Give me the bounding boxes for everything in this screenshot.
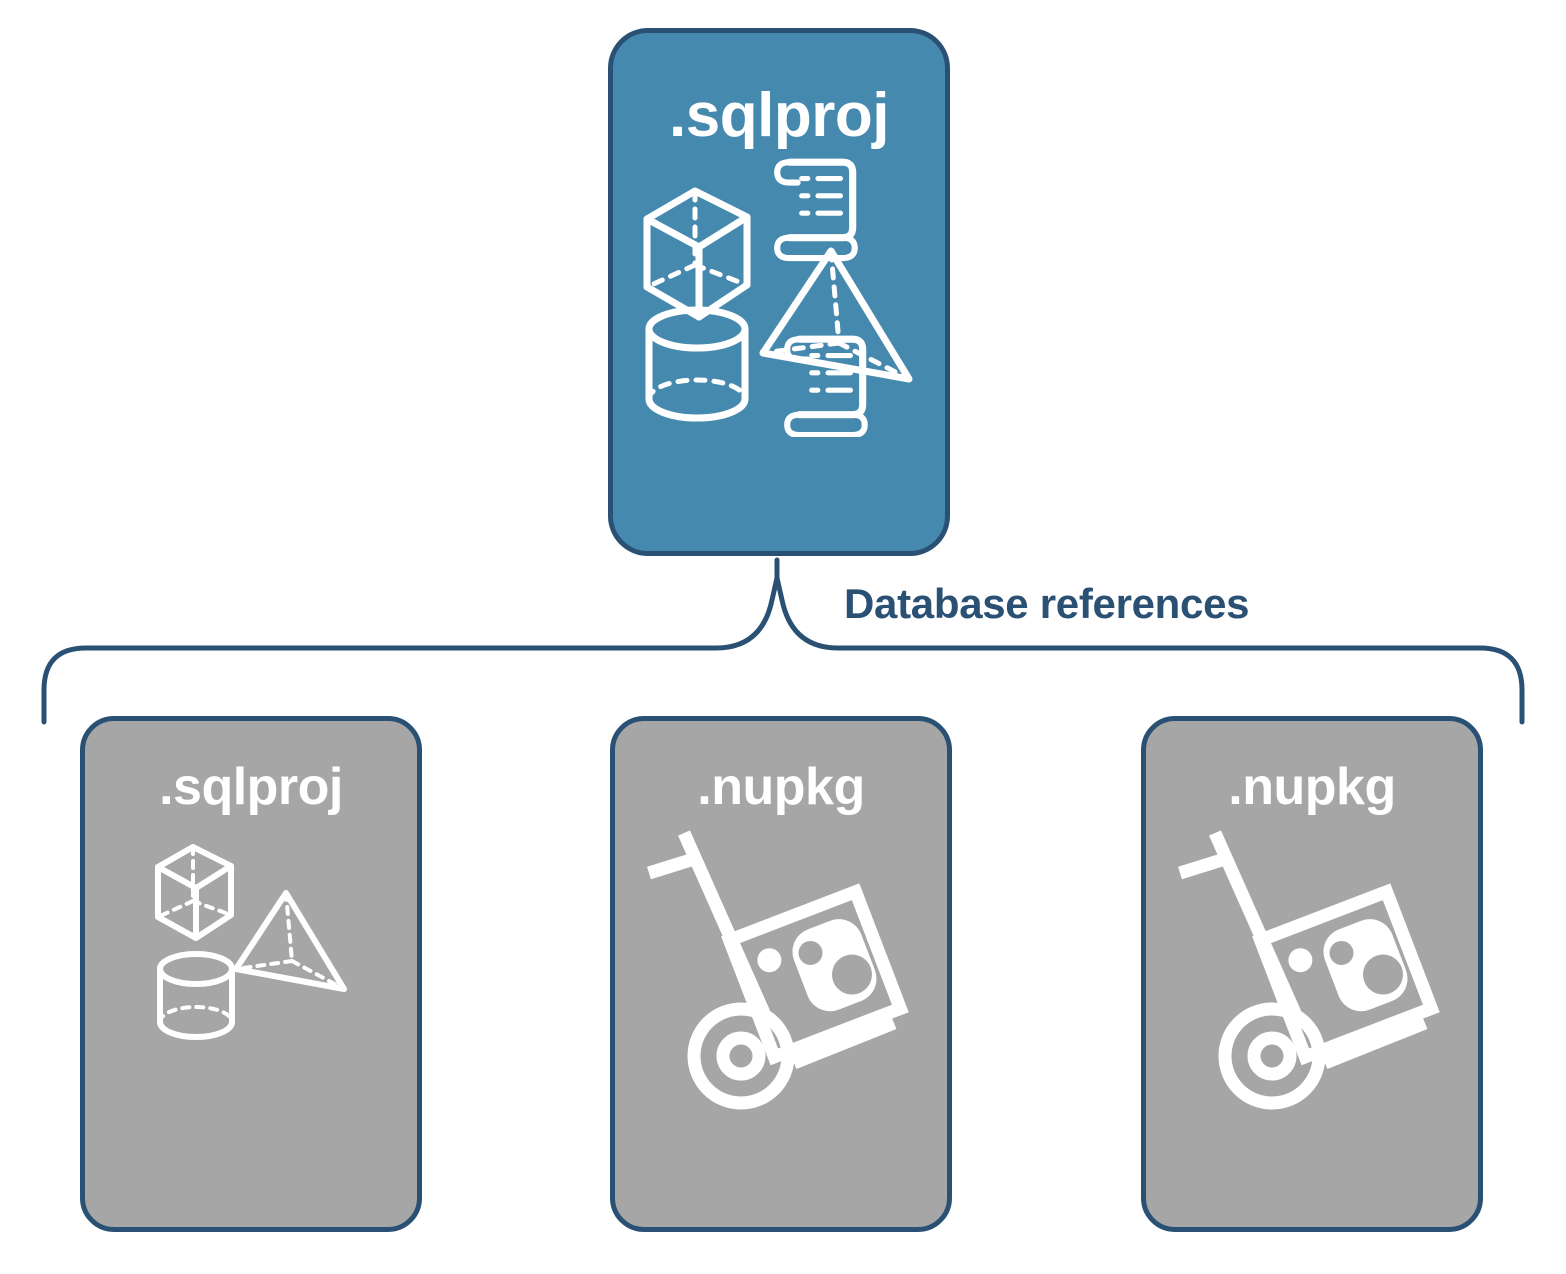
node-nupkg-reference-1[interactable]: .nupkg: [610, 716, 952, 1232]
node-title: .nupkg: [1228, 758, 1396, 816]
wheel: [687, 1002, 795, 1110]
node-title: .sqlproj: [669, 81, 889, 150]
toe-plate: [1322, 1016, 1428, 1070]
sqlproj-shapes-artwork: [155, 844, 347, 1040]
hand-truck-package-icon: [1178, 830, 1440, 1110]
cylinder-wireframe-icon: [645, 306, 749, 422]
package-box: [1252, 883, 1440, 1066]
node-artwork: [613, 147, 945, 551]
hand-truck-package-icon: [647, 830, 909, 1110]
package-box: [721, 883, 909, 1066]
node-title: .sqlproj: [159, 758, 343, 816]
pyramid-wireframe-icon: [233, 890, 347, 992]
node-sqlproj-primary[interactable]: .sqlproj: [608, 28, 950, 556]
node-title: .nupkg: [697, 758, 865, 816]
node-artwork: [85, 813, 417, 1227]
cube-wireframe-icon: [155, 844, 234, 941]
cylinder-wireframe-icon: [157, 951, 235, 1040]
cube-wireframe-icon: [643, 187, 751, 321]
scroll-script-icon: [784, 335, 868, 437]
wheel: [1218, 1002, 1326, 1110]
connector-label: Database references: [844, 580, 1250, 627]
sqlproj-shapes-artwork: [643, 158, 913, 437]
node-artwork: [1146, 813, 1478, 1227]
node-artwork: [615, 813, 947, 1227]
handle-crossbar: [647, 852, 696, 880]
node-nupkg-reference-2[interactable]: .nupkg: [1141, 716, 1483, 1232]
handle-crossbar: [1178, 852, 1227, 880]
node-sqlproj-reference[interactable]: .sqlproj: [80, 716, 422, 1232]
pyramid-wireframe-icon: [759, 247, 913, 383]
bracket-path: [41, 575, 1525, 725]
toe-plate: [791, 1016, 897, 1070]
scroll-script-icon: [774, 158, 858, 262]
